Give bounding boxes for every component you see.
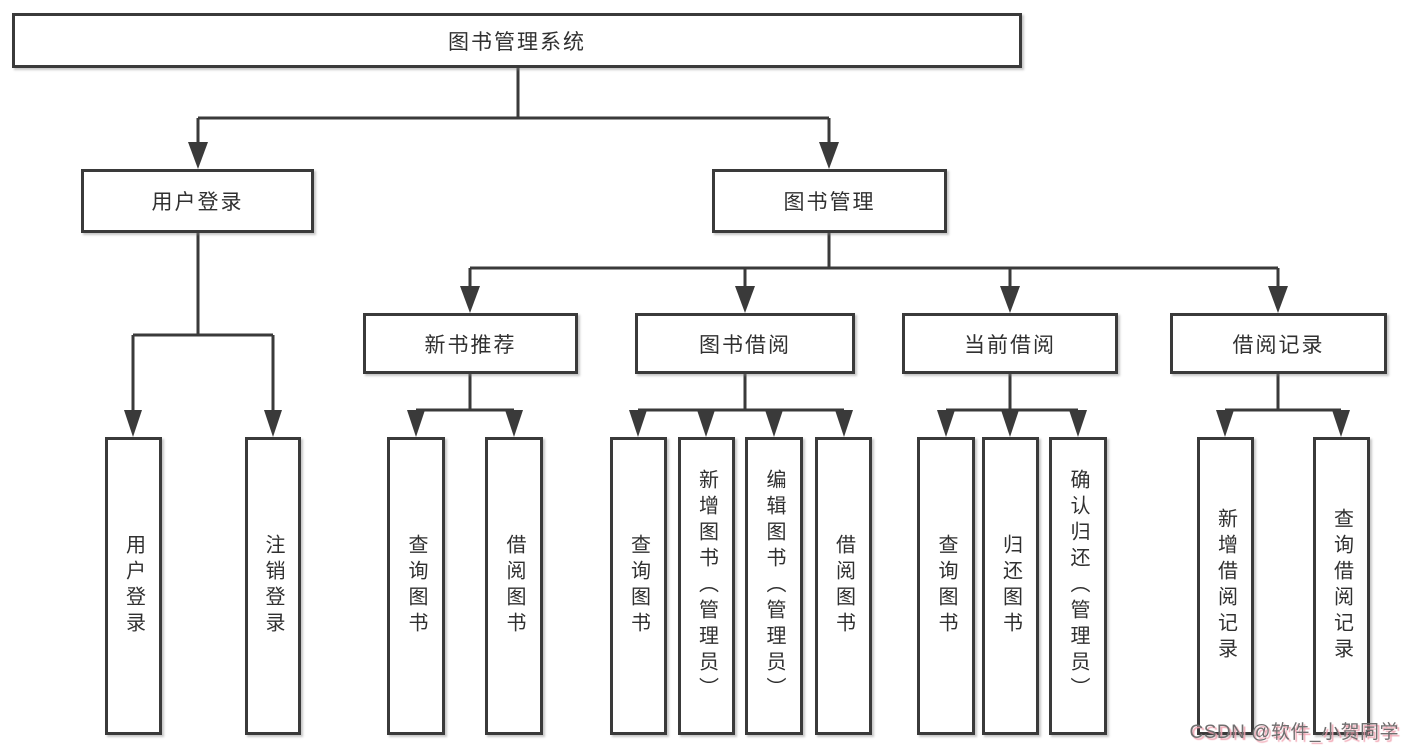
connector-current-borrow-to-leaves bbox=[944, 374, 1080, 414]
connector-book-mgmt-to-level3 bbox=[468, 233, 1280, 289]
arrow-down-icon bbox=[264, 410, 282, 437]
arrow-down-icon bbox=[835, 410, 853, 437]
arrow-down-icon bbox=[937, 410, 955, 437]
leaf-query-borrow-record-label: 查询借阅记录 bbox=[1330, 508, 1353, 664]
node-borrowing-records: 借阅记录 bbox=[1170, 313, 1387, 374]
leaf-return-books: 归还图书 bbox=[982, 437, 1039, 735]
node-root-system: 图书管理系统 bbox=[12, 13, 1022, 68]
leaf-user-login: 用户登录 bbox=[105, 437, 162, 735]
leaf-confirm-return-admin-label: 确认归还（管理员） bbox=[1067, 469, 1089, 703]
csdn-watermark: CSDN @软件_小贺同学 bbox=[1189, 722, 1399, 743]
leaf-current-query-books-label: 查询图书 bbox=[935, 534, 957, 638]
leaf-recommend-borrow-books-label: 借阅图书 bbox=[503, 534, 525, 638]
node-book-management-label: 图书管理 bbox=[783, 191, 876, 214]
leaf-user-login-label: 用户登录 bbox=[122, 534, 145, 638]
node-book-borrowing-label: 图书借阅 bbox=[699, 333, 791, 357]
arrow-down-icon bbox=[697, 410, 715, 437]
leaf-logout: 注销登录 bbox=[245, 437, 301, 735]
arrow-down-icon bbox=[819, 142, 839, 169]
arrow-down-icon bbox=[1332, 410, 1350, 437]
node-book-management: 图书管理 bbox=[712, 169, 947, 233]
arrow-down-icon bbox=[1000, 286, 1020, 313]
leaf-borrowing-borrow-books: 借阅图书 bbox=[815, 437, 872, 735]
leaf-borrowing-borrow-books-label: 借阅图书 bbox=[832, 534, 855, 638]
node-root-system-label: 图书管理系统 bbox=[448, 30, 586, 54]
arrow-down-icon bbox=[1001, 410, 1019, 437]
node-current-borrowing: 当前借阅 bbox=[902, 313, 1118, 374]
node-new-book-recommend-label: 新书推荐 bbox=[424, 333, 517, 357]
arrow-down-icon bbox=[188, 142, 208, 169]
arrow-down-icon bbox=[735, 286, 755, 313]
leaf-add-books-admin-label: 新增图书（管理员） bbox=[695, 469, 718, 703]
arrow-down-icon bbox=[505, 410, 523, 437]
connector-new-book-rec-to-leaves bbox=[414, 374, 516, 414]
arrow-down-icon bbox=[1069, 410, 1087, 437]
node-new-book-recommend: 新书推荐 bbox=[363, 313, 578, 374]
connector-borrow-records-to-leaves bbox=[1223, 374, 1343, 414]
leaf-edit-books-admin-label: 编辑图书（管理员） bbox=[763, 469, 785, 703]
connector-root-to-level2 bbox=[196, 68, 831, 144]
leaf-borrowing-query-books-label: 查询图书 bbox=[627, 534, 650, 638]
leaf-query-borrow-record: 查询借阅记录 bbox=[1313, 437, 1370, 735]
node-user-login-label: 用户登录 bbox=[151, 191, 244, 214]
arrow-down-icon bbox=[1216, 410, 1234, 437]
connector-book-borrow-to-leaves bbox=[636, 374, 846, 414]
leaf-return-books-label: 归还图书 bbox=[999, 534, 1022, 638]
leaf-recommend-query-books: 查询图书 bbox=[387, 437, 445, 735]
arrow-down-icon bbox=[124, 410, 142, 437]
leaf-current-query-books: 查询图书 bbox=[917, 437, 975, 735]
arrow-down-icon bbox=[460, 286, 480, 313]
node-borrowing-records-label: 借阅记录 bbox=[1232, 333, 1325, 357]
node-current-borrowing-label: 当前借阅 bbox=[964, 333, 1056, 357]
leaf-add-borrow-record: 新增借阅记录 bbox=[1197, 437, 1254, 735]
node-user-login: 用户登录 bbox=[81, 169, 314, 233]
leaf-add-borrow-record-label: 新增借阅记录 bbox=[1214, 508, 1237, 664]
leaf-edit-books-admin: 编辑图书（管理员） bbox=[745, 437, 803, 735]
leaf-recommend-borrow-books: 借阅图书 bbox=[485, 437, 543, 735]
arrow-down-icon bbox=[407, 410, 425, 437]
leaf-add-books-admin: 新增图书（管理员） bbox=[678, 437, 735, 735]
arrow-down-icon bbox=[629, 410, 647, 437]
leaf-logout-label: 注销登录 bbox=[262, 534, 284, 638]
leaf-confirm-return-admin: 确认归还（管理员） bbox=[1049, 437, 1107, 735]
node-book-borrowing: 图书借阅 bbox=[635, 313, 855, 374]
leaf-borrowing-query-books: 查询图书 bbox=[610, 437, 667, 735]
connector-user-login-to-leaves bbox=[131, 233, 275, 412]
leaf-recommend-query-books-label: 查询图书 bbox=[405, 534, 427, 638]
arrow-down-icon bbox=[1268, 286, 1288, 313]
arrow-down-icon bbox=[765, 410, 783, 437]
